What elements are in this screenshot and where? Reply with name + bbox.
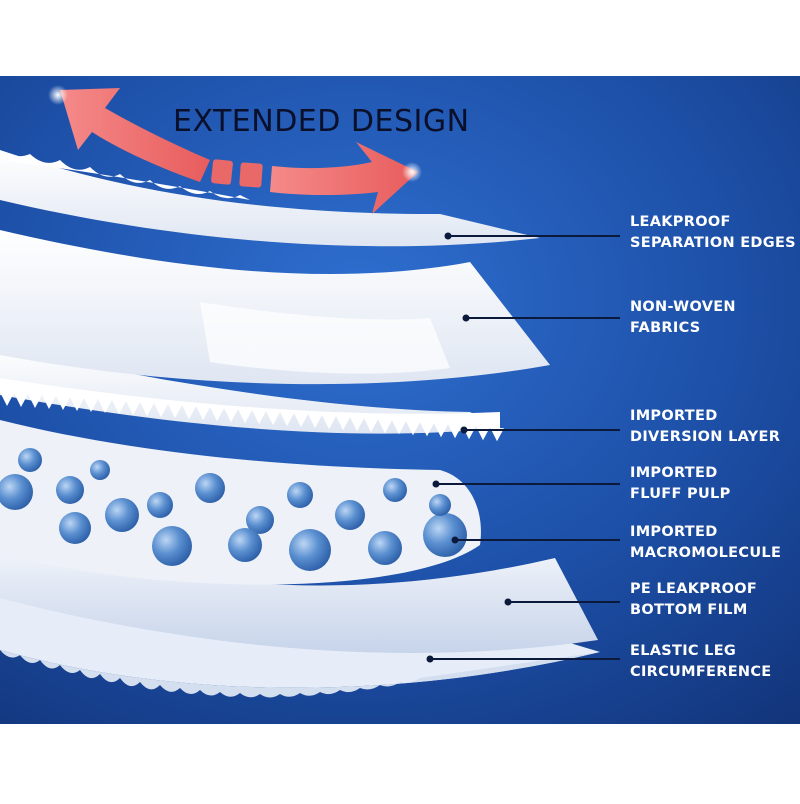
macromolecule-bead [18, 448, 42, 472]
separation-edge-layer [0, 150, 540, 247]
arrow-right-head [270, 142, 418, 214]
macromolecule-beads [0, 448, 467, 571]
macromolecule-bead [289, 529, 331, 571]
diversion-zigzag [0, 378, 504, 442]
callout-dot [426, 655, 434, 663]
extended-design-arrow [48, 85, 422, 214]
non-woven-panel [200, 302, 450, 374]
macromolecule-bead [147, 492, 173, 518]
macromolecule-bead [152, 526, 192, 566]
callout-fluff-pulp: IMPORTED FLUFF PULP [630, 465, 731, 502]
sparkle-left [48, 85, 68, 105]
macromolecule-bead [429, 494, 451, 516]
macromolecule-bead [90, 460, 110, 480]
headline: EXTENDED DESIGN [173, 104, 470, 139]
callout-dot [460, 426, 468, 434]
separation-edge-ruffle [0, 150, 250, 200]
macromolecule-bead [423, 513, 467, 557]
callout-dot [504, 598, 512, 606]
callout-bottom-film: PE LEAKPROOF BOTTOM FILM [630, 581, 758, 618]
callout-dot [444, 232, 452, 240]
macromolecule-bead [368, 531, 402, 565]
callout-dot [451, 536, 459, 544]
macromolecule-bead [0, 474, 33, 510]
macromolecule-bead [105, 498, 139, 532]
macromolecule-bead [383, 478, 407, 502]
callout-leakproof-edges: LEAKPROOF SEPARATION EDGES [630, 214, 796, 251]
fluff-pulp-layer [0, 420, 481, 585]
arrow-dash-1 [211, 159, 233, 185]
arrow-left-head [60, 88, 210, 182]
macromolecule-bead [59, 512, 91, 544]
diversion-layer [0, 345, 500, 434]
elastic-ruffle [0, 650, 600, 698]
callout-macromolecule: IMPORTED MACROMOLECULE [630, 524, 782, 561]
callout-diversion-layer: IMPORTED DIVERSION LAYER [630, 408, 781, 445]
macromolecule-bead [246, 506, 274, 534]
macromolecule-bead [335, 500, 365, 530]
macromolecule-bead [228, 528, 262, 562]
bottom-film-layer [0, 535, 598, 654]
callout-dot [462, 314, 470, 322]
callout-leaders [426, 232, 620, 663]
macromolecule-bead [195, 473, 225, 503]
macromolecule-bead [56, 476, 84, 504]
callout-dot [432, 480, 440, 488]
callout-non-woven: NON-WOVEN FABRICS [630, 299, 736, 336]
macromolecule-bead [287, 482, 313, 508]
callout-elastic-leg: ELASTIC LEG CIRCUMFERENCE [630, 643, 772, 680]
arrow-dash-2 [239, 162, 263, 188]
sparkle-right [402, 162, 422, 182]
